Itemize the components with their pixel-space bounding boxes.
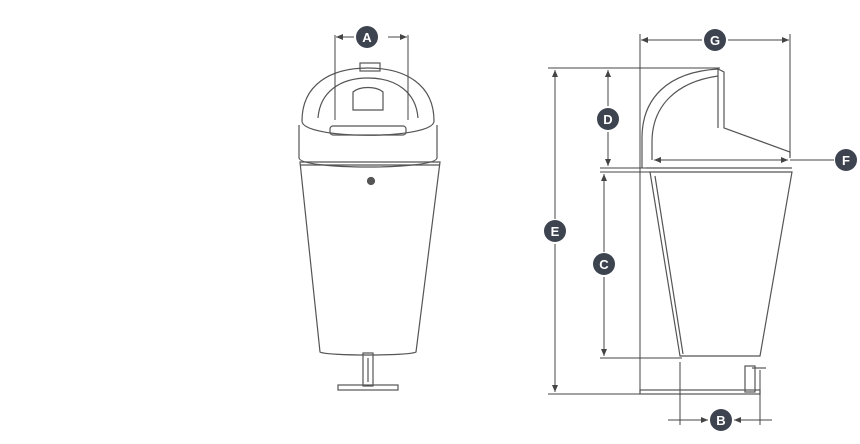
side-hood — [641, 68, 791, 168]
dimension-a — [334, 34, 409, 120]
front-ring-slot — [329, 125, 407, 136]
disposal-opening — [352, 86, 384, 111]
badge-c: C — [593, 253, 615, 275]
front-dome-lid — [301, 67, 435, 122]
side-base-plate — [639, 389, 761, 395]
front-post — [362, 352, 374, 387]
dimension-e — [548, 67, 720, 395]
dimension-g — [639, 34, 791, 392]
front-ring-band-lower — [298, 125, 438, 168]
front-view-bin — [298, 62, 441, 391]
dimension-d — [600, 70, 646, 169]
badge-a-label: A — [362, 30, 372, 45]
side-hood-inner — [651, 75, 719, 160]
dimension-b — [668, 362, 772, 425]
badge-g-label: G — [710, 33, 720, 48]
side-post — [744, 365, 756, 393]
badge-f: F — [835, 149, 857, 171]
front-ring-band — [301, 120, 435, 136]
badge-d: D — [597, 108, 619, 130]
dimension-c — [600, 171, 682, 359]
front-base-plate — [337, 384, 399, 391]
side-body-ridge — [654, 175, 684, 355]
badge-e: E — [544, 220, 566, 242]
badge-c-label: C — [599, 257, 609, 272]
lock-icon — [366, 176, 376, 186]
badge-f-label: F — [842, 153, 850, 168]
badge-d-label: D — [603, 112, 612, 127]
badge-b-label: B — [716, 413, 725, 428]
front-body-cone — [299, 161, 441, 356]
badge-g: G — [704, 29, 726, 51]
side-body-cone — [649, 171, 793, 357]
badge-a: A — [356, 26, 378, 48]
side-view-bin — [639, 68, 793, 395]
badge-e-label: E — [551, 224, 560, 239]
lid-inner-arc — [317, 77, 419, 119]
badge-b: B — [710, 409, 732, 431]
lid-handle — [359, 62, 381, 72]
